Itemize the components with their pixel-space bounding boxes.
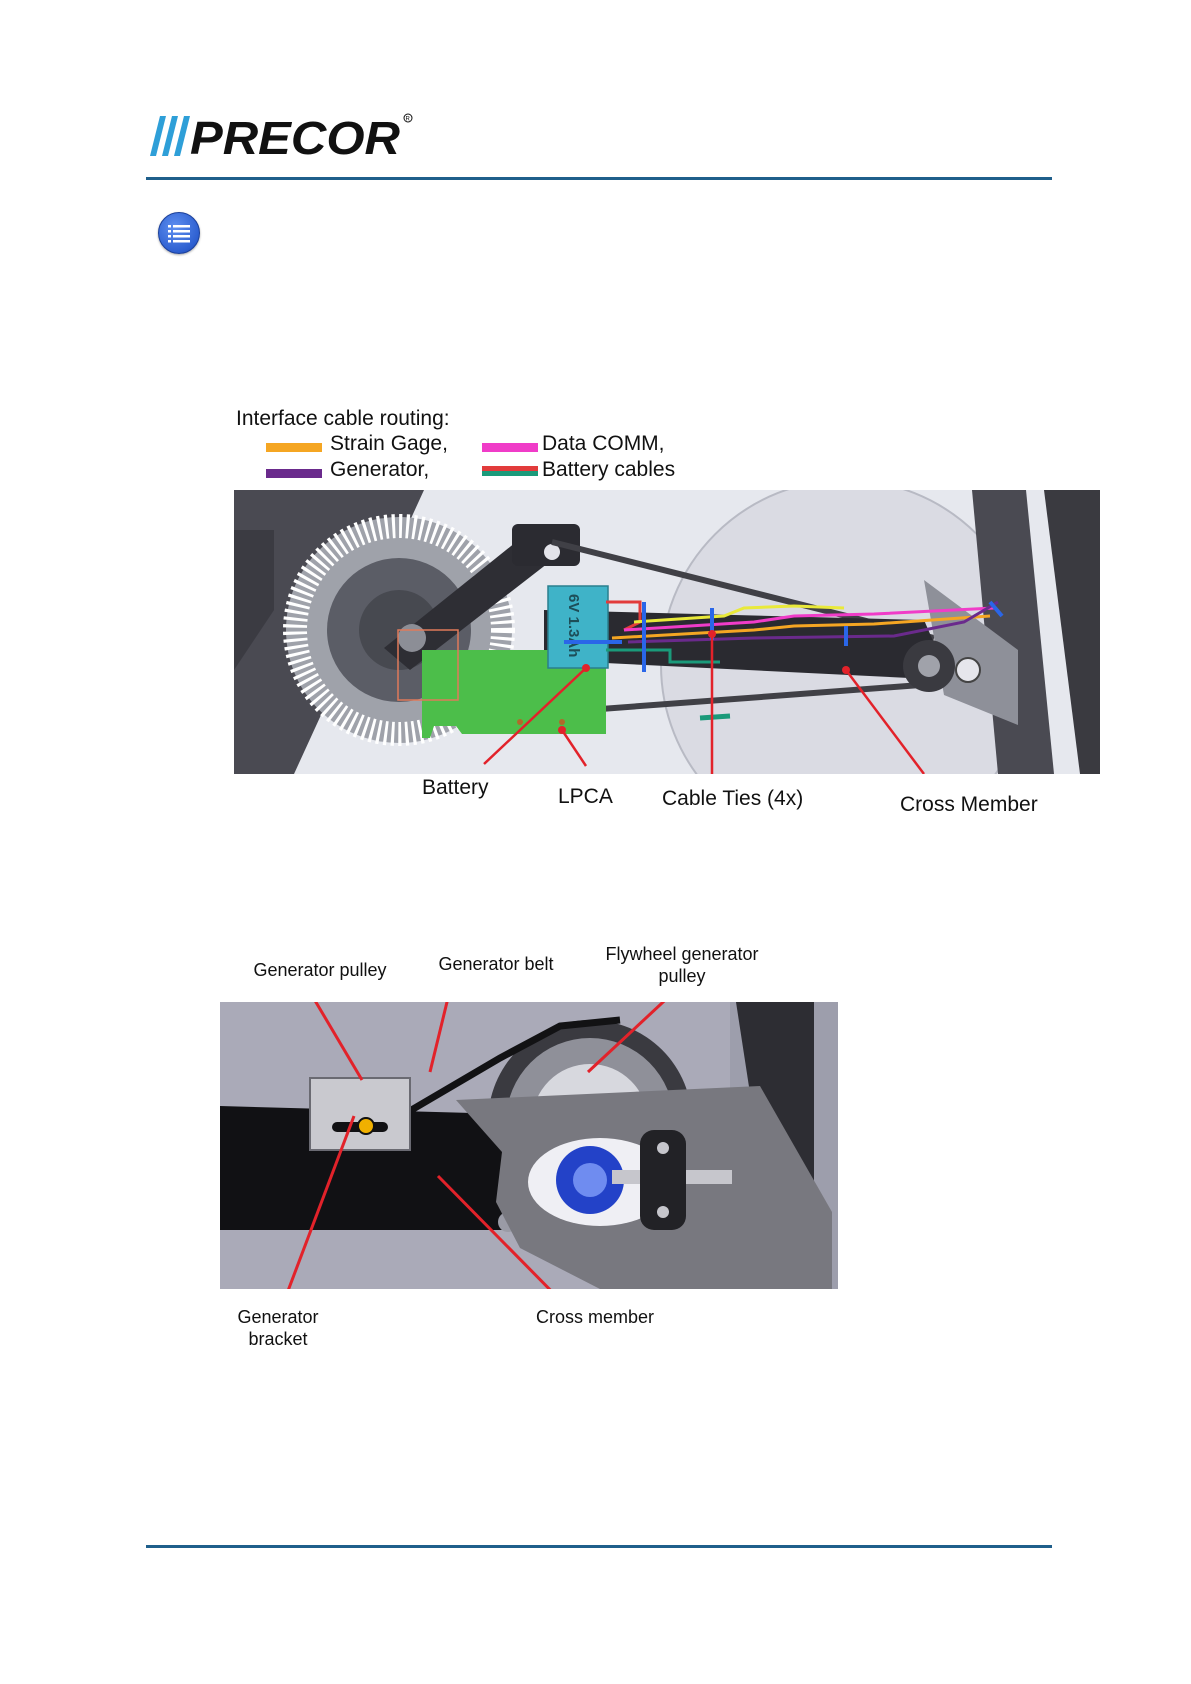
generator-assembly-illustration [220,1002,838,1289]
cable-routing-legend: Interface cable routing: Strain Gage, Da… [236,404,736,484]
callout-cross-member: Cross Member [900,793,1038,817]
callout-generator-belt: Generator belt [426,953,566,975]
footer-rule [146,1545,1052,1548]
brand-wordmark: PRECOR [190,112,400,160]
list-icon [168,223,190,243]
callout-flywheel-generator-pulley: Flywheel generator pulley [594,943,770,987]
callout-cable-ties: Cable Ties (4x) [662,787,803,811]
legend-label-generator: Generator, [330,458,429,482]
cable-routing-illustration: 6V 1.3Ah [234,490,1100,774]
battery-label: 6V 1.3Ah [565,594,582,657]
callout-bracket-line2: bracket [218,1328,338,1350]
callout-flywheel-line2: pulley [594,965,770,987]
svg-text:R: R [406,117,411,123]
legend-label-battery-cables: Battery cables [542,458,675,482]
legend-swatch-strain-gage [266,443,322,452]
callout-battery: Battery [422,776,489,800]
legend-label-data-comm: Data COMM, [542,432,665,456]
legend-swatch-generator [266,469,322,478]
table-of-contents-button[interactable] [158,212,200,254]
generator-assembly-figure [220,1002,838,1289]
callout-generator-pulley: Generator pulley [240,959,400,981]
callout-flywheel-line1: Flywheel generator [594,943,770,965]
cable-routing-figure: 6V 1.3Ah [234,490,1100,774]
precor-logo: PRECOR R [146,112,416,160]
callout-bracket-line1: Generator [218,1306,338,1328]
header-rule [146,177,1052,180]
legend-swatch-battery-green [482,471,538,476]
legend-title: Interface cable routing: [236,407,450,431]
callout-cross-member-fig2: Cross member [520,1306,670,1328]
legend-label-strain-gage: Strain Gage, [330,432,448,456]
callout-lpca: LPCA [558,785,613,809]
callout-generator-bracket: Generator bracket [218,1306,338,1350]
legend-swatch-data-comm [482,443,538,452]
